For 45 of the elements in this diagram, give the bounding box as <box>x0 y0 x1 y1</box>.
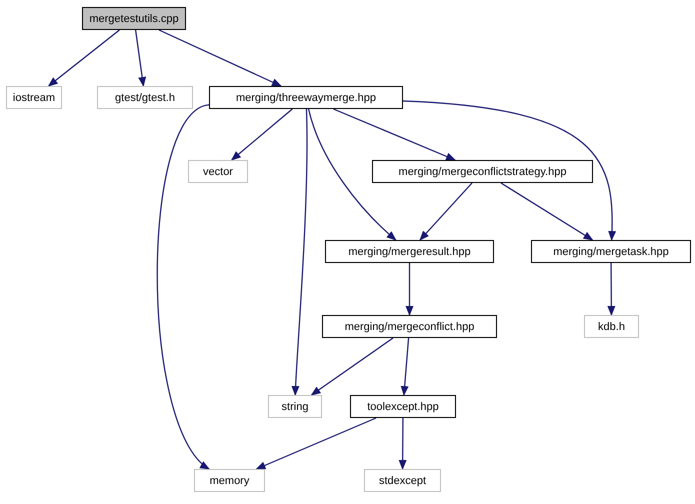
file-box <box>82 7 186 30</box>
arrow <box>419 182 472 241</box>
arrow <box>135 30 146 87</box>
file-box <box>6 86 62 109</box>
file-box <box>364 469 441 492</box>
arrow <box>48 30 120 87</box>
file-name: merging/mergeresult.hpp <box>348 246 471 258</box>
file-name: merging/mergetask.hpp <box>553 246 669 258</box>
file-name: vector <box>203 166 233 178</box>
arrow <box>158 29 282 87</box>
file-name: stdexcept <box>378 474 426 486</box>
arrow <box>333 108 456 161</box>
arrow <box>256 417 376 470</box>
arrow <box>292 108 308 396</box>
file-box <box>188 160 248 183</box>
file-name: gtest/gtest.h <box>115 92 175 104</box>
file-name: kdb.h <box>598 320 625 332</box>
file-box <box>268 395 322 418</box>
arrow <box>500 182 594 241</box>
arrow <box>607 263 616 316</box>
file-name: merging/mergeconflictstrategy.hpp <box>398 166 566 178</box>
file-box <box>209 86 403 109</box>
arrow <box>402 100 616 241</box>
arrow <box>310 338 394 396</box>
file-name: memory <box>210 474 250 486</box>
file-box <box>194 469 265 492</box>
arrow <box>406 263 414 316</box>
arrow <box>400 338 410 396</box>
file-box <box>531 240 691 263</box>
file-box <box>372 160 593 183</box>
file-name: iostream <box>12 92 56 104</box>
file-box <box>325 240 494 263</box>
arrow <box>230 108 293 161</box>
arrow <box>308 108 397 241</box>
file-name: merging/mergeconflict.hpp <box>344 320 474 332</box>
arrow <box>156 104 210 470</box>
file-name: mergetestutils.cpp <box>89 12 179 24</box>
file-box <box>584 315 639 338</box>
arrow <box>398 418 407 470</box>
file-name: toolexcept.hpp <box>367 400 439 412</box>
file-box <box>97 86 193 109</box>
file-box <box>350 395 456 418</box>
file-name: merging/threewaymerge.hpp <box>236 92 376 104</box>
file-name: string <box>282 400 308 412</box>
file-box <box>322 315 497 338</box>
